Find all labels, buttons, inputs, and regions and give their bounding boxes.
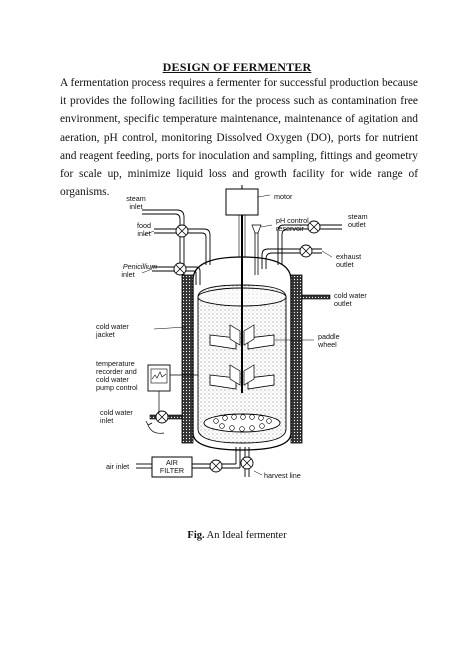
temperature-recorder: [147, 364, 198, 413]
paddle-wheel: [209, 324, 275, 390]
steam-outlet-pipe: [277, 224, 342, 265]
air-filter: [151, 456, 193, 478]
harvest-line-label: harvest line: [264, 471, 301, 480]
penicillium-inlet-valve: [173, 262, 187, 276]
steam-outlet-valve: [307, 220, 321, 234]
ph-control-reservoir: [251, 224, 273, 275]
food-inlet-pipe: [154, 228, 211, 265]
harvest-valve: [240, 456, 254, 470]
figure-caption: Fig. An Ideal fermenter: [0, 530, 474, 541]
caption-prefix: Fig.: [187, 530, 205, 541]
air-inlet-label: air inlet: [106, 462, 129, 471]
cold-water-outlet-pipe: [301, 294, 331, 300]
motor: [225, 185, 259, 393]
page-title: DESIGN OF FERMENTER: [162, 60, 312, 74]
steam-inlet-pipe: [142, 209, 185, 275]
cold-water-inlet-valve: [155, 410, 169, 424]
exhaust-outlet-valve: [299, 244, 313, 258]
body-paragraph: A fermentation process requires a fermen…: [60, 77, 418, 199]
motor-label: motor: [274, 192, 293, 201]
caption-text: An Ideal fermenter: [204, 530, 287, 541]
food-inlet-valve: [175, 224, 189, 238]
penicillium-inlet-pipe: [152, 266, 201, 285]
air-sparger: [203, 413, 281, 433]
air-inlet-valve: [209, 459, 223, 473]
exhaust-outlet-pipe: [261, 248, 322, 269]
